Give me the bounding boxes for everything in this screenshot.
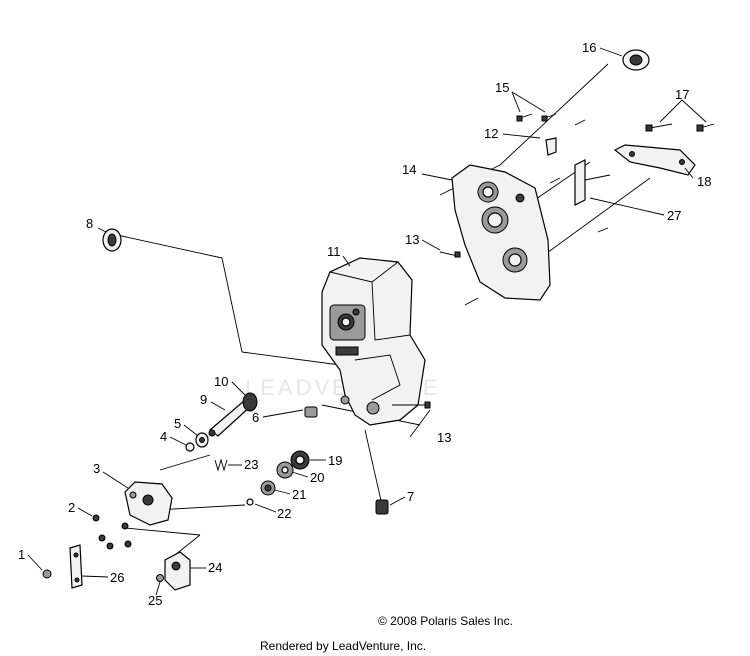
label-2: 2 (68, 500, 75, 515)
part-11-gearcase (321, 257, 426, 426)
label-22: 22 (277, 506, 291, 521)
label-11: 11 (327, 244, 341, 259)
label-12: 12 (484, 126, 498, 141)
rendered-by-notice: Rendered by LeadVenture, Inc. (260, 639, 427, 653)
label-23: 23 (244, 457, 258, 472)
label-17: 17 (675, 87, 689, 102)
part-labels: 1 2 3 4 5 6 7 8 9 10 11 12 13 13 14 15 1… (18, 40, 711, 608)
label-leaders (27, 47, 707, 596)
part-3-plate (124, 481, 173, 526)
label-13-case-bolt: 13 (437, 430, 451, 445)
part-26-link (69, 544, 83, 589)
label-1: 1 (18, 547, 25, 562)
part-2-bolts (92, 514, 132, 550)
part-12-15-bolts (516, 113, 609, 233)
label-15: 15 (495, 80, 509, 95)
part-14-cover (451, 164, 551, 301)
label-18: 18 (697, 174, 711, 189)
part-19-22-gears (246, 450, 310, 506)
label-7: 7 (407, 489, 414, 504)
part-1-nut (42, 569, 52, 579)
label-21: 21 (292, 487, 306, 502)
label-13-cover-bolt: 13 (405, 232, 419, 247)
part-13-bolts (392, 251, 479, 409)
label-3: 3 (93, 461, 100, 476)
part-17-bolts (645, 123, 715, 132)
label-24: 24 (208, 560, 222, 575)
part-7-plug (375, 499, 389, 515)
part-4-5-washers (185, 432, 209, 452)
callout-lines (107, 63, 651, 556)
part-27-bracket (574, 159, 611, 206)
label-5: 5 (174, 416, 181, 431)
label-16: 16 (582, 40, 596, 55)
label-25: 25 (148, 593, 162, 608)
label-20: 20 (310, 470, 324, 485)
label-27: 27 (667, 208, 681, 223)
label-10: 10 (214, 374, 228, 389)
label-6: 6 (252, 410, 259, 425)
label-4: 4 (160, 429, 167, 444)
part-8-seal (102, 228, 122, 252)
label-14: 14 (402, 162, 416, 177)
part-9-10-shaft-gear (208, 392, 258, 437)
label-9: 9 (200, 392, 207, 407)
part-23-spring (214, 458, 228, 472)
label-8: 8 (86, 216, 93, 231)
label-19: 19 (328, 453, 342, 468)
part-16-seal (622, 49, 650, 71)
copyright-notice: © 2008 Polaris Sales Inc. (378, 614, 513, 628)
part-6-nut (304, 406, 318, 418)
label-26: 26 (110, 570, 124, 585)
part-18-bracket (613, 144, 696, 176)
part-24-25-sensor (156, 551, 191, 591)
